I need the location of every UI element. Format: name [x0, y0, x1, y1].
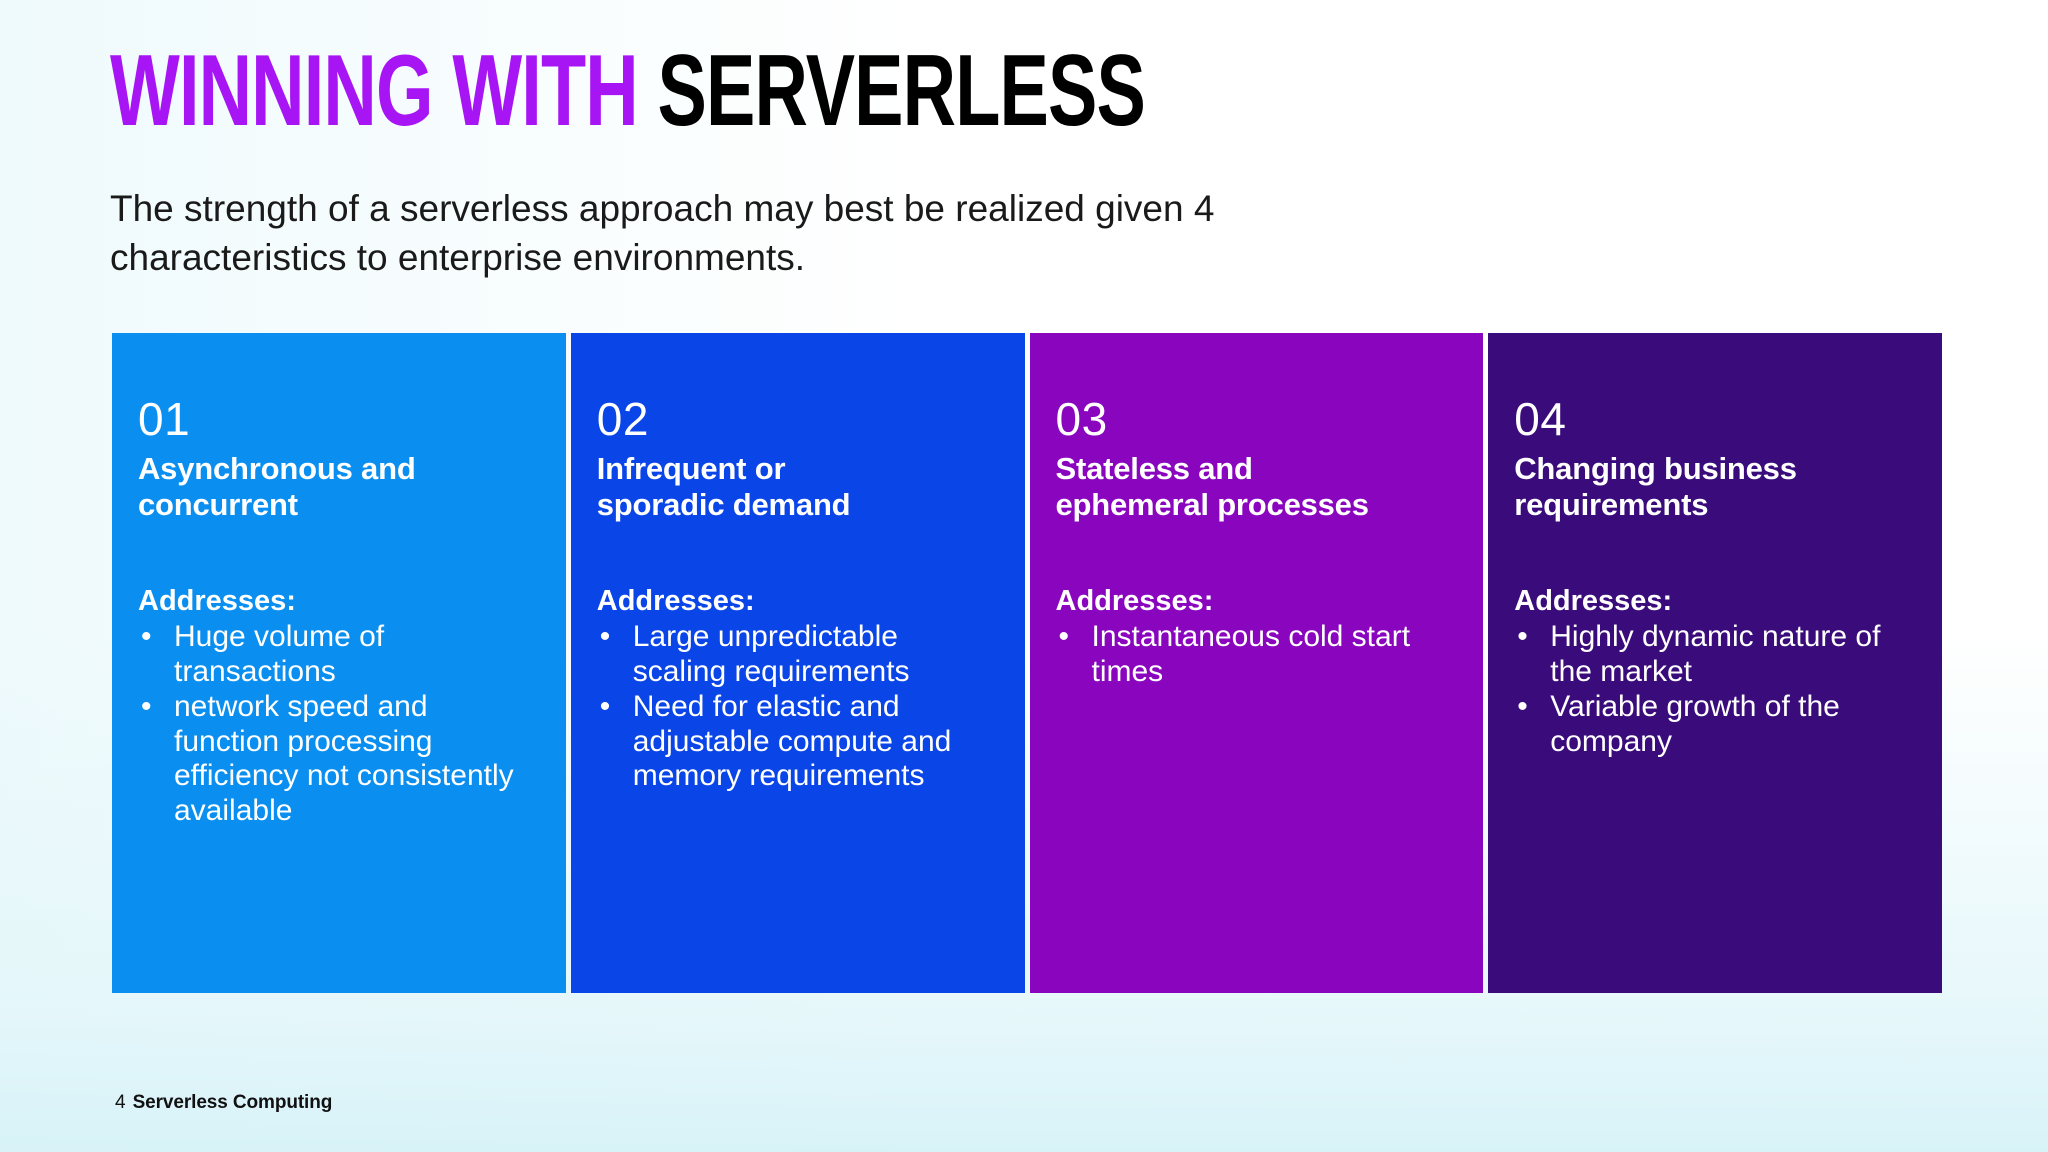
card-title: Stateless and ephemeral processes: [1056, 451, 1450, 523]
characteristic-card-03: 03 Stateless and ephemeral processes Add…: [1029, 333, 1484, 993]
card-title: Infrequent or sporadic demand: [597, 451, 991, 523]
bullet-dot-icon: •: [141, 689, 152, 723]
characteristic-card-02: 02 Infrequent or sporadic demand Address…: [570, 333, 1025, 993]
bullet-dot-icon: •: [141, 620, 152, 654]
card-bullet-list: • Highly dynamic nature of the market • …: [1514, 620, 1908, 759]
addresses-label: Addresses:: [596, 585, 755, 618]
card-title-line-1: Changing business: [1514, 451, 1797, 487]
list-item: • Highly dynamic nature of the market: [1514, 620, 1908, 690]
bullet-text: network speed and function processing ef…: [174, 689, 514, 828]
list-item: • Instantaneous cold start times: [1056, 620, 1450, 690]
list-item: • Need for elastic and adjustable comput…: [597, 690, 991, 794]
card-bullet-list: • Instantaneous cold start times: [1056, 620, 1450, 690]
list-item: • Huge volume of transactions: [138, 620, 532, 690]
card-title-line-1: Asynchronous and: [138, 451, 416, 487]
list-item: • Large unpredictable scaling requiremen…: [597, 620, 991, 690]
bullet-text: Need for elastic and adjustable compute …: [632, 689, 952, 793]
card-title-line-1: Infrequent or: [596, 451, 786, 487]
card-number: 03: [1055, 393, 1108, 445]
card-number: 01: [138, 393, 191, 445]
bullet-dot-icon: •: [1517, 620, 1528, 654]
card-number: 02: [596, 393, 649, 445]
card-bullet-list: • Large unpredictable scaling requiremen…: [597, 620, 991, 794]
bullet-dot-icon: •: [599, 689, 611, 723]
addresses-label: Addresses:: [1055, 585, 1214, 618]
page-number: 4: [115, 1092, 126, 1113]
card-title-line-2: requirements: [1514, 487, 1709, 523]
addresses-label: Addresses:: [1514, 585, 1673, 618]
bullet-text: Huge volume of transactions: [174, 620, 385, 688]
bullet-dot-icon: •: [1058, 620, 1070, 654]
card-title: Asynchronous and concurrent: [138, 451, 532, 523]
card-number: 04: [1514, 393, 1567, 445]
addresses-label: Addresses:: [138, 585, 296, 618]
bullet-dot-icon: •: [1517, 689, 1528, 723]
characteristic-card-04: 04 Changing business requirements Addres…: [1488, 333, 1942, 993]
slide-subtitle: The strength of a serverless approach ma…: [110, 184, 1360, 282]
bullet-text: Highly dynamic nature of the market: [1550, 620, 1881, 688]
bullet-text: Instantaneous cold start times: [1091, 620, 1411, 688]
subtitle-line-2: characteristics to enterprise environmen…: [110, 237, 806, 279]
bullet-dot-icon: •: [599, 620, 611, 654]
deck-name: Serverless Computing: [132, 1092, 333, 1113]
page-title: WINNING WITH SERVERLESS: [110, 40, 1675, 141]
card-title: Changing business requirements: [1514, 451, 1908, 523]
bullet-text: Large unpredictable scaling requirements: [632, 620, 910, 688]
characteristics-card-row: 01 Asynchronous and concurrent Addresses…: [112, 333, 1942, 993]
list-item: • Variable growth of the company: [1514, 690, 1908, 760]
title-accent-text: WINNING WITH: [110, 34, 639, 148]
card-title-line-2: ephemeral processes: [1055, 487, 1369, 523]
title-main-text: SERVERLESS: [657, 34, 1146, 148]
card-title-line-2: sporadic demand: [596, 487, 851, 523]
slide-footer: 4 Serverless Computing: [115, 1092, 332, 1114]
card-title-line-1: Stateless and: [1055, 451, 1253, 487]
list-item: • network speed and function processing …: [138, 690, 532, 829]
card-title-line-2: concurrent: [138, 487, 298, 523]
characteristic-card-01: 01 Asynchronous and concurrent Addresses…: [112, 333, 566, 993]
card-bullet-list: • Huge volume of transactions • network …: [138, 620, 532, 829]
bullet-text: Variable growth of the company: [1550, 689, 1840, 758]
slide-header: WINNING WITH SERVERLESS The strength of …: [110, 40, 1930, 282]
subtitle-line-1: The strength of a serverless approach ma…: [110, 188, 1215, 229]
